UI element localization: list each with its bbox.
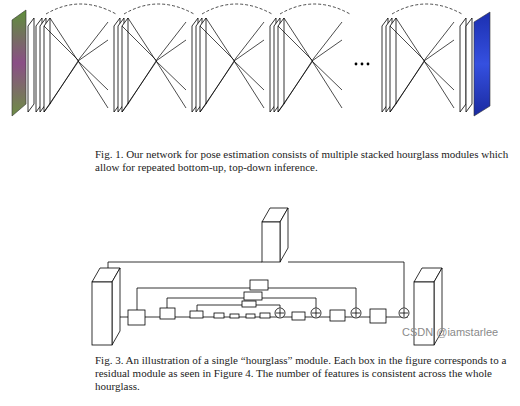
sum-nodes xyxy=(275,308,409,318)
figure-caption: Fig. 1. Our network for pose estimation … xyxy=(95,148,510,174)
skip-wires xyxy=(108,262,408,317)
hourglass-module xyxy=(270,4,350,112)
hourglass-module xyxy=(36,4,116,112)
heatmap-output xyxy=(474,12,490,116)
ellipsis-dots xyxy=(355,63,370,66)
watermark: CSDN @iamstarlee xyxy=(402,326,498,339)
figure-caption: Fig. 3. An illustration of a single “hou… xyxy=(95,354,510,393)
residual-boxes xyxy=(92,208,442,345)
input-image xyxy=(12,10,26,116)
hourglass-module xyxy=(382,4,462,112)
hourglass-module xyxy=(192,4,272,112)
hourglass-module xyxy=(114,4,194,112)
